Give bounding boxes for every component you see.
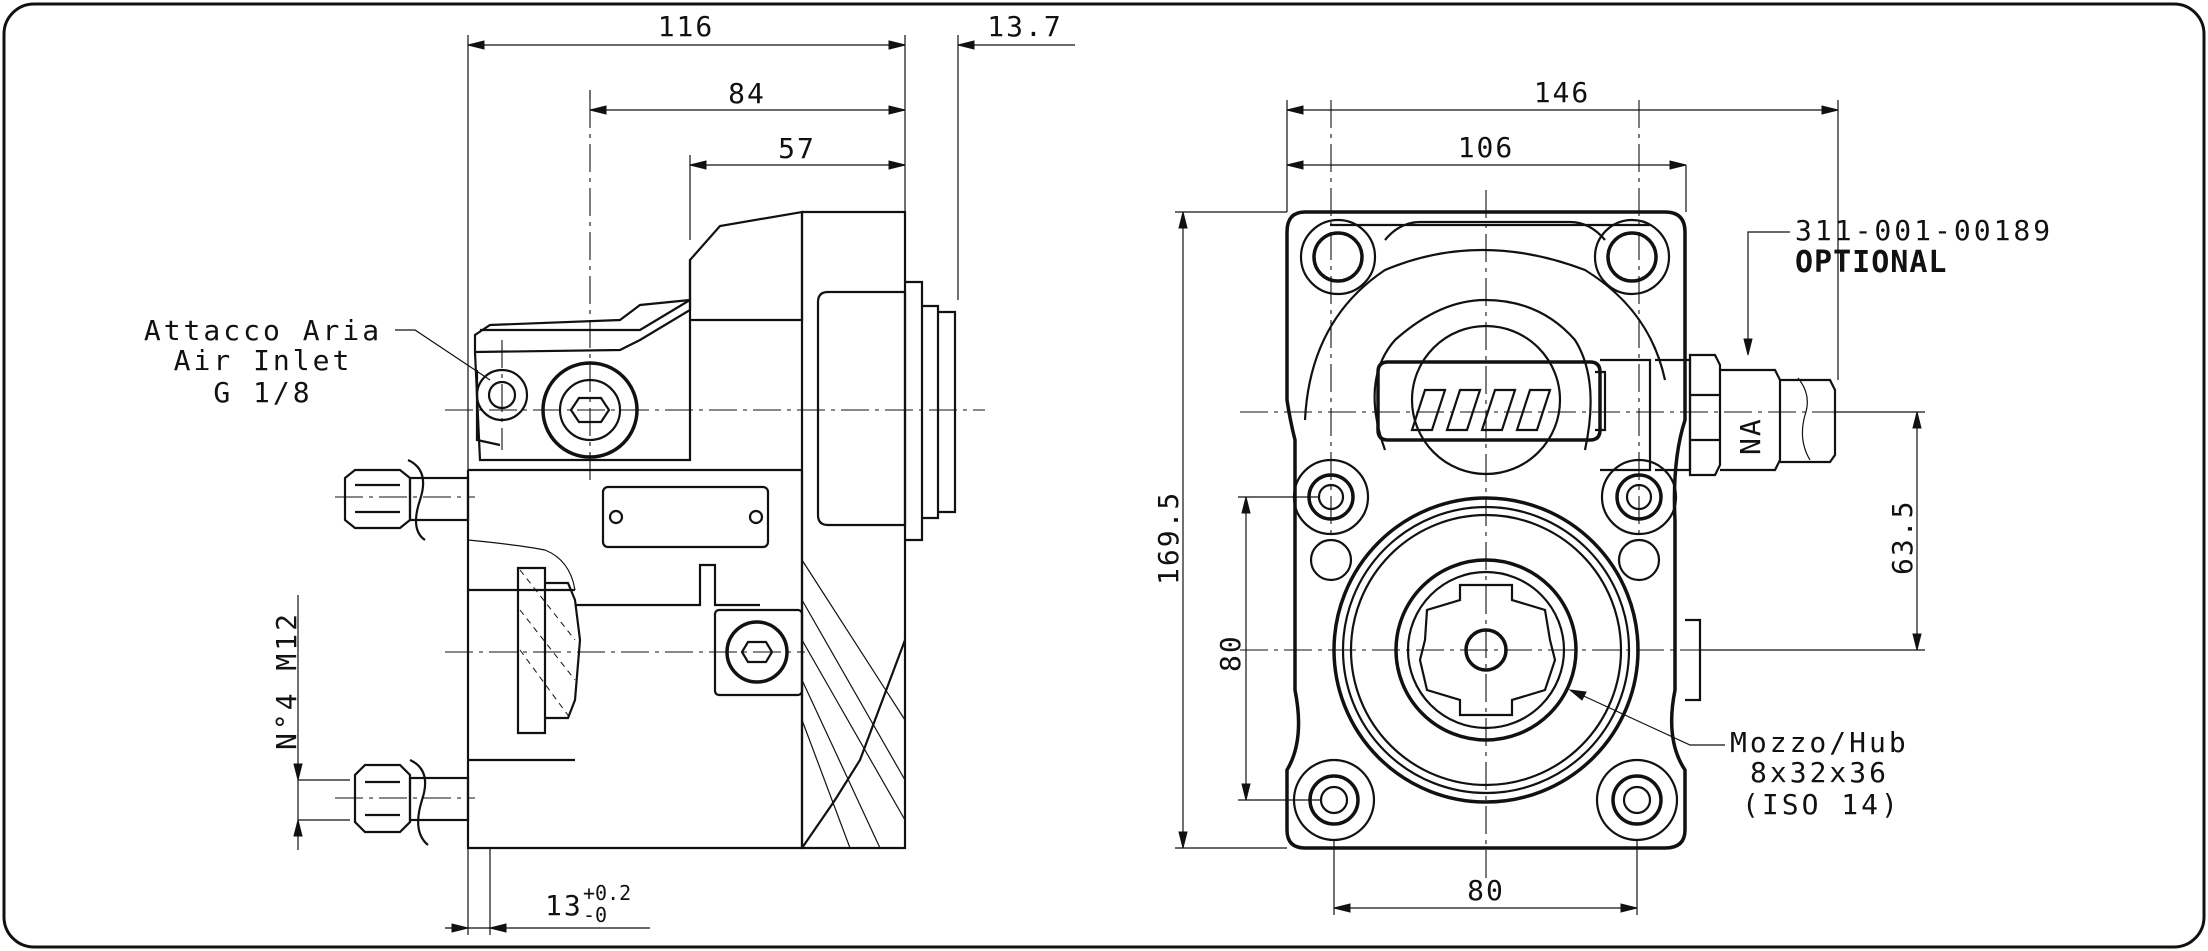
air-inlet-label-line3: G 1/8 bbox=[213, 376, 312, 409]
valve-tag: NA bbox=[1734, 417, 1767, 455]
hub-label-line3: (ISO 14) bbox=[1742, 788, 1901, 821]
dim-overall-width: 146 bbox=[1534, 76, 1591, 109]
air-inlet-label-line2: Air Inlet bbox=[174, 344, 353, 377]
dim-overall-height: 169.5 bbox=[1152, 491, 1185, 585]
valve-part-number: 311-001-00189 bbox=[1795, 214, 2053, 247]
valve-optional-note: OPTIONAL bbox=[1795, 245, 1948, 280]
dim-valve-height: 63.5 bbox=[1886, 500, 1919, 575]
dim-bolt-spacing-top: 106 bbox=[1458, 131, 1515, 164]
mount-stud-top bbox=[343, 458, 470, 541]
dim-bolt-spacing-vertical: 80 bbox=[1214, 634, 1247, 672]
studs-label: N°4 M12 bbox=[270, 611, 303, 750]
dim-port-position: 57 bbox=[778, 132, 816, 165]
mount-stud-bottom bbox=[353, 758, 470, 846]
optional-valve: NA bbox=[1655, 353, 1837, 477]
dim-overall-length: 116 bbox=[658, 10, 715, 43]
dim-bolt-spacing-bottom: 80 bbox=[1467, 874, 1505, 907]
air-inlet-label-line1: Attacco Aria bbox=[144, 314, 382, 347]
dim-inlet-position: 84 bbox=[728, 77, 766, 110]
hub-label-line1: Mozzo/Hub bbox=[1730, 726, 1909, 759]
front-view: NA 146 106 bbox=[1152, 76, 2053, 915]
side-view: 116 13.7 84 57 13 +0.2 -0 N°4 M12 Attacc… bbox=[144, 10, 1075, 935]
dim-flange-offset: 13.7 bbox=[987, 10, 1062, 43]
dim-mount-tol-lower: -0 bbox=[583, 903, 607, 927]
dim-mount-tol-upper: +0.2 bbox=[583, 881, 631, 905]
hub-label-line2: 8x32x36 bbox=[1750, 756, 1889, 789]
dim-mount-thickness: 13 bbox=[545, 889, 583, 922]
